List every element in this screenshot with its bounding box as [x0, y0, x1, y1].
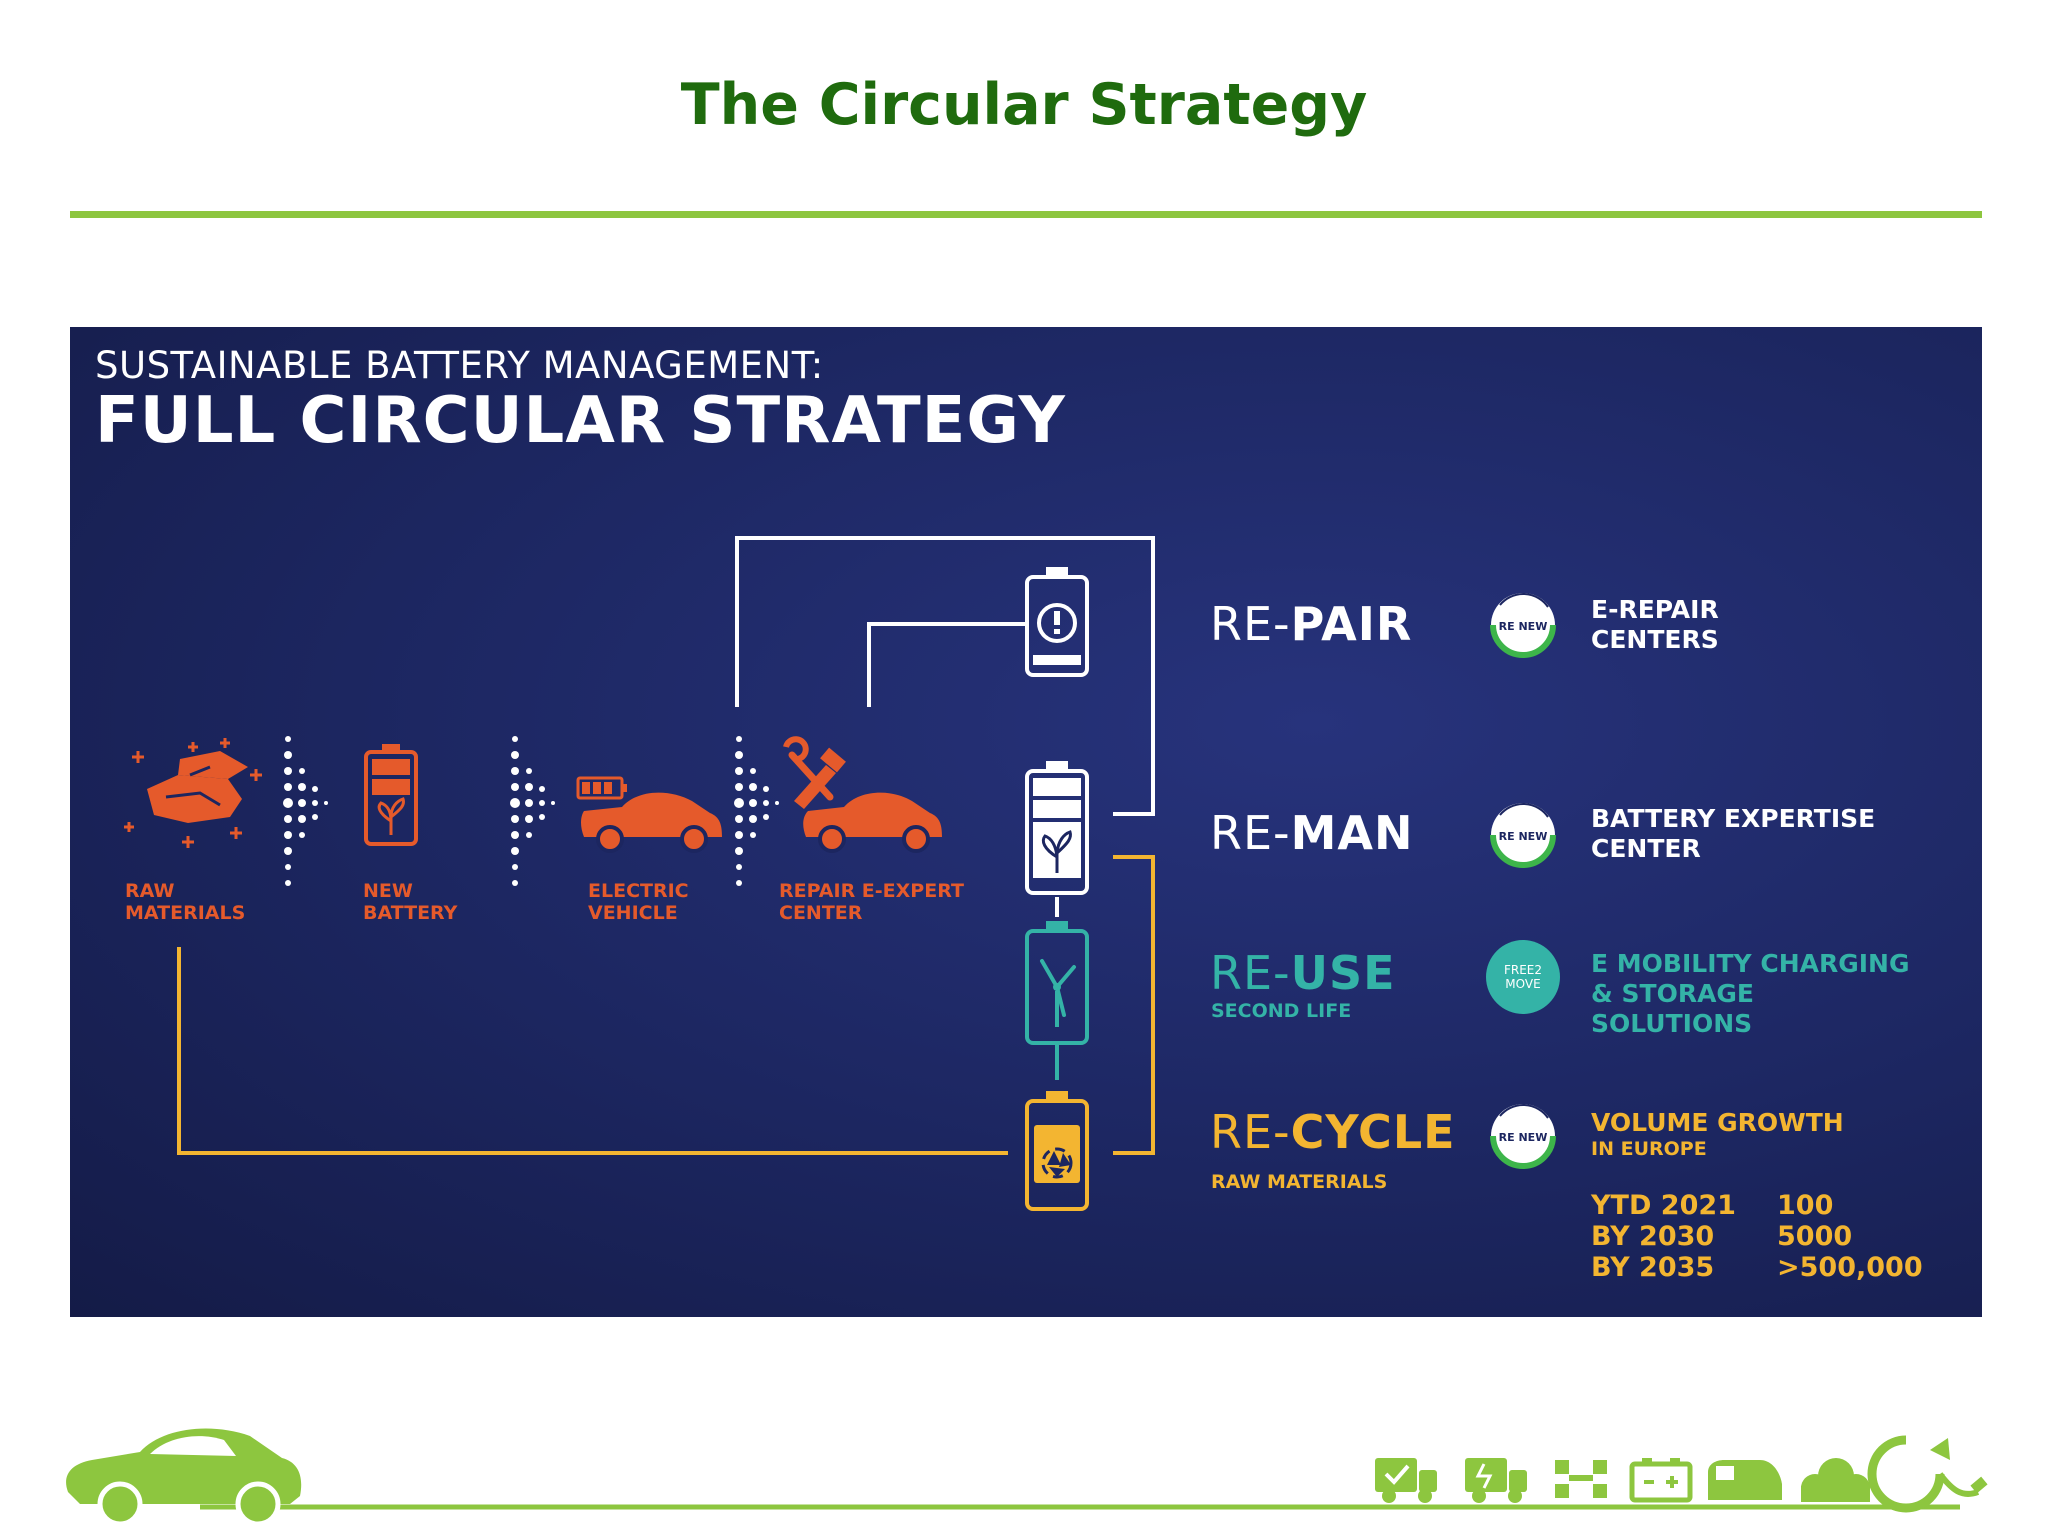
recycle-plug-icon — [1867, 1435, 1988, 1513]
stat-value: >500,000 — [1777, 1252, 1923, 1283]
svg-text:MOVE: MOVE — [1505, 977, 1540, 991]
raw-materials-icon — [124, 738, 262, 848]
panel-title: FULL CIRCULAR STRATEGY — [95, 384, 1066, 458]
recycle-description: VOLUME GROWTH — [1591, 1108, 1844, 1137]
repair-heading: RE-PAIR — [1210, 597, 1413, 651]
svg-text:RE NEW: RE NEW — [1499, 1131, 1548, 1144]
truck-charge-icon — [1465, 1458, 1527, 1503]
svg-text:FREE2: FREE2 — [1504, 963, 1542, 977]
car-icon — [66, 1428, 302, 1527]
network-icon — [1555, 1460, 1607, 1498]
recycle-description-sub: IN EUROPE — [1591, 1138, 1707, 1160]
separator-1 — [283, 736, 328, 886]
repair-description: E-REPAIR CENTERS — [1591, 595, 1719, 654]
step-label-raw-materials: RAW MATERIALS — [125, 880, 246, 924]
repair-car-icon — [783, 736, 942, 853]
reuse-description: E MOBILITY CHARGING & STORAGE SOLUTIONS — [1591, 949, 1910, 1038]
dotted-separators — [283, 736, 779, 886]
stat-period: BY 2035 — [1591, 1252, 1715, 1283]
reman-battery-icon — [1025, 761, 1089, 895]
stat-period: YTD 2021 — [1591, 1190, 1736, 1221]
recycle-heading: RE-CYCLE — [1210, 1105, 1456, 1159]
truck-check-icon — [1375, 1458, 1437, 1503]
new-battery-icon — [364, 744, 418, 846]
repair-battery-icon — [1025, 567, 1089, 677]
footer-decoration — [66, 1428, 1988, 1527]
reuse-subheading: SECOND LIFE — [1211, 1000, 1352, 1022]
repair-flow-lines — [735, 536, 1155, 816]
stat-value: 5000 — [1777, 1221, 1853, 1252]
step-label-repair-center: REPAIR E-EXPERT CENTER — [779, 880, 964, 924]
strategy-panel: RE NEW RE NEW FREE2 MOVE RE NEW SUSTAINA… — [70, 327, 1982, 1317]
cloud-icon — [1801, 1458, 1870, 1502]
svg-text:RE NEW: RE NEW — [1499, 620, 1548, 633]
electric-vehicle-icon — [576, 776, 722, 853]
stat-period: BY 2030 — [1591, 1221, 1715, 1252]
svg-text:RE NEW: RE NEW — [1499, 830, 1548, 843]
reman-heading: RE-MAN — [1210, 806, 1414, 860]
separator-3 — [734, 736, 779, 886]
reuse-battery-icon — [1025, 921, 1089, 1045]
separator-2 — [510, 736, 555, 886]
page-title: The Circular Strategy — [680, 72, 1368, 138]
reman-description: BATTERY EXPERTISE CENTER — [1591, 804, 1876, 863]
strategy-diagram: RE NEW RE NEW FREE2 MOVE RE NEW — [124, 536, 1560, 1211]
recycle-battery-icon — [1025, 1091, 1089, 1211]
renew-logo-repair: RE NEW — [1490, 592, 1556, 658]
reuse-heading: RE-USE — [1210, 946, 1396, 1000]
recycle-subheading: RAW MATERIALS — [1211, 1171, 1388, 1193]
free2move-logo: FREE2 MOVE — [1486, 940, 1560, 1014]
van-icon — [1708, 1460, 1782, 1500]
title-divider — [70, 211, 1982, 218]
renew-logo-recycle: RE NEW — [1490, 1103, 1556, 1169]
panel-subtitle: SUSTAINABLE BATTERY MANAGEMENT: — [95, 344, 824, 387]
renew-logo-reman: RE NEW — [1490, 802, 1556, 868]
battery-icon — [1629, 1458, 1693, 1503]
stat-value: 100 — [1777, 1190, 1834, 1221]
step-label-electric-vehicle: ELECTRIC VEHICLE — [588, 880, 689, 924]
recycle-flow-lines — [177, 855, 1155, 1155]
step-label-new-battery: NEW BATTERY — [363, 880, 458, 924]
